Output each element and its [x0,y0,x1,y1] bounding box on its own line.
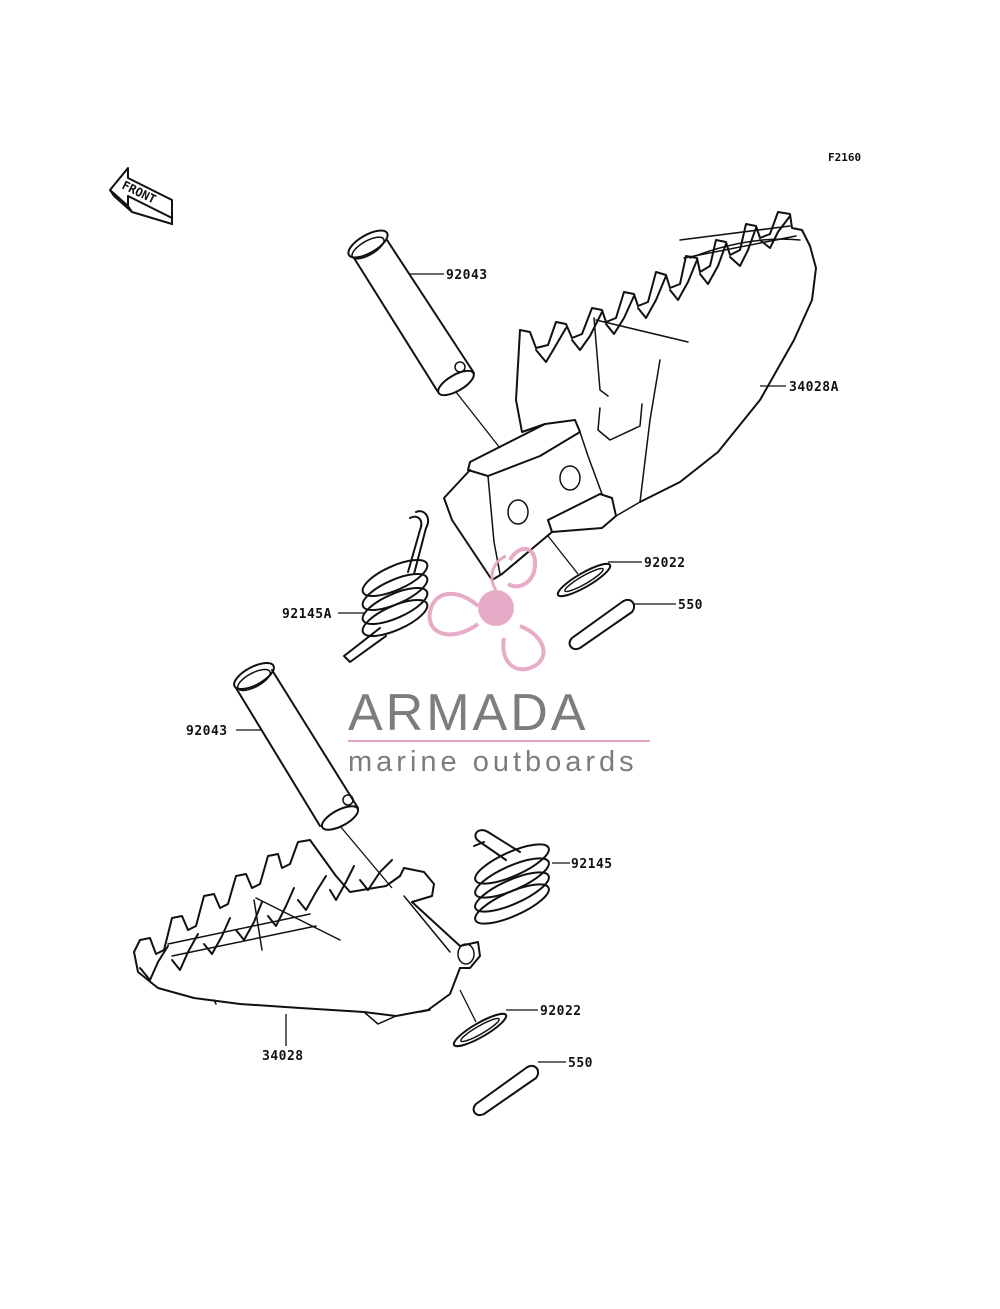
callout-34028: 34028 [262,1049,304,1064]
callout-92022-lower: 92022 [540,1004,582,1019]
washer-lower [452,989,508,1048]
propeller-logo-icon [427,547,546,672]
callout-92022-upper: 92022 [644,556,686,571]
callout-550-upper: 550 [678,598,703,613]
pivot-pin-upper [347,229,501,449]
washer-upper [547,535,612,598]
footpeg-lower [133,839,481,1025]
watermark-brand: ARMADA [348,684,588,742]
callout-92043-upper: 92043 [446,268,488,283]
callout-92145: 92145 [571,857,613,872]
figure-code: F2160 [828,151,861,164]
callout-550-lower: 550 [568,1056,593,1071]
cotter-pin-upper [568,598,636,650]
return-spring-upper [343,510,430,663]
pivot-pin-lower [233,661,393,889]
return-spring-lower [473,829,550,925]
callout-92145A: 92145A [282,607,332,622]
callout-92043-lower: 92043 [186,724,228,739]
watermark-tagline: marine outboards [348,746,638,778]
cotter-pin-lower [472,1064,540,1116]
front-arrow-icon: FRONT [109,167,173,226]
callout-34028A: 34028A [789,380,839,395]
footpeg-upper [443,211,817,581]
